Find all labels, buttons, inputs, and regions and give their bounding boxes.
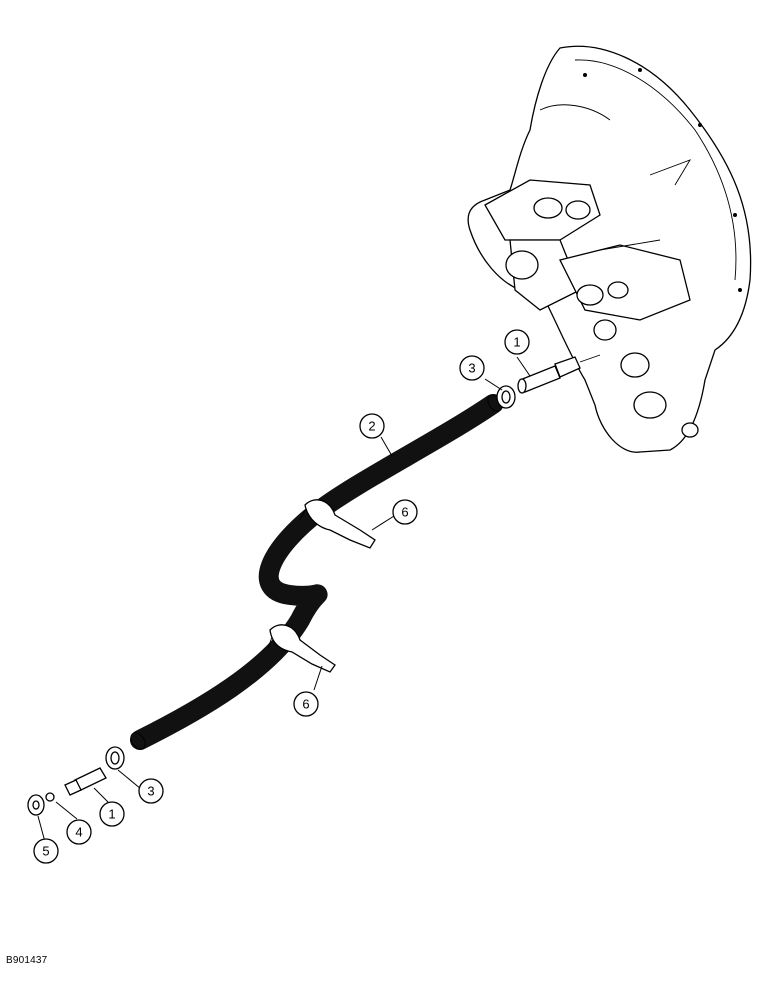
callout-3-top: 3 [459, 355, 485, 381]
figure-code: B901437 [6, 955, 48, 966]
nut-bottom [105, 746, 125, 770]
hose-end-bottom [130, 732, 146, 750]
svg-text:3: 3 [147, 784, 154, 799]
seal-nut [27, 794, 45, 816]
callout-4: 4 [66, 819, 92, 845]
fitting-top [517, 356, 581, 394]
callout-2: 2 [359, 413, 385, 439]
svg-text:1: 1 [108, 807, 115, 822]
svg-text:2: 2 [368, 419, 375, 434]
callout-3-bottom: 3 [138, 778, 164, 804]
callout-1-bottom: 1 [99, 801, 125, 827]
callout-1-top: 1 [504, 329, 530, 355]
svg-text:4: 4 [75, 825, 82, 840]
ball [45, 792, 55, 802]
fitting-bottom [64, 767, 107, 796]
hose-clamp-upper [299, 499, 376, 549]
svg-text:5: 5 [42, 844, 49, 859]
hose [130, 394, 503, 750]
svg-text:6: 6 [401, 505, 408, 520]
callout-6-lower: 6 [293, 691, 319, 717]
callout-5: 5 [33, 838, 59, 864]
svg-text:3: 3 [468, 361, 475, 376]
svg-text:1: 1 [513, 335, 520, 350]
transmission-housing [467, 45, 752, 453]
leader-lines [37, 356, 531, 843]
callout-6-upper: 6 [392, 499, 418, 525]
svg-text:6: 6 [302, 697, 309, 712]
nut-top [496, 385, 516, 409]
hose-clamp-lower [267, 624, 336, 673]
